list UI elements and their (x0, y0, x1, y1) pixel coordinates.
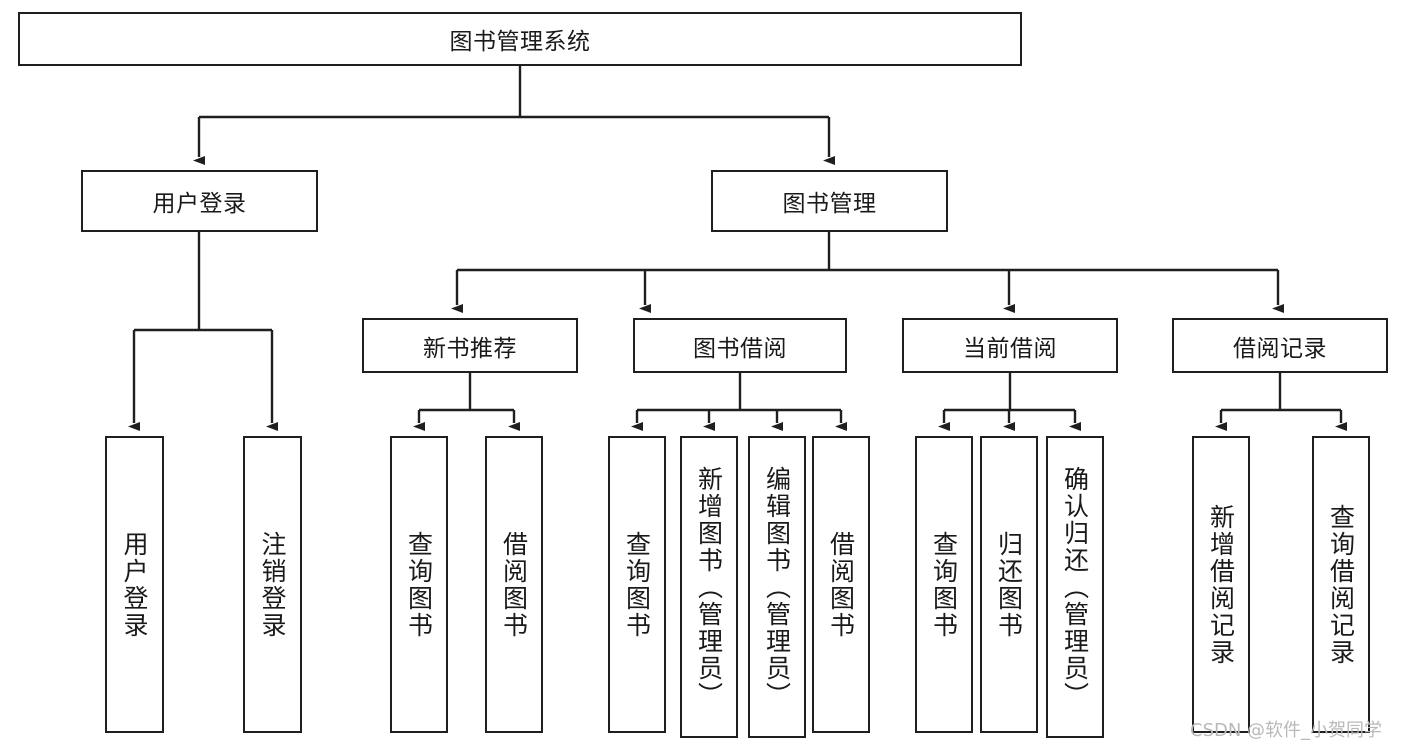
node-new-book-recommend[interactable]: 新书推荐 (362, 318, 578, 373)
node-label: 查询借阅记录 (1326, 503, 1356, 666)
node-label: 当前借阅 (963, 335, 1057, 362)
node-label: 查询图书 (622, 530, 652, 639)
node-label: 借阅图书 (826, 530, 856, 639)
node-leaf-add-book-admin[interactable]: 新增图书（管理员） (680, 436, 738, 738)
node-label: 借阅图书 (499, 530, 529, 639)
node-label: 新增图书（管理员） (694, 465, 724, 709)
node-label: 编辑图书（管理员） (762, 465, 792, 709)
node-label: 注销登录 (258, 530, 287, 639)
node-borrow-record[interactable]: 借阅记录 (1172, 318, 1388, 373)
node-leaf-borrow-book-1[interactable]: 借阅图书 (485, 436, 543, 733)
node-leaf-query-borrow-record[interactable]: 查询借阅记录 (1312, 436, 1370, 733)
node-label: 图书借阅 (693, 335, 787, 362)
node-label: 借阅记录 (1233, 335, 1327, 362)
node-title-box[interactable]: 图书管理系统 (18, 12, 1022, 66)
node-leaf-edit-book-admin[interactable]: 编辑图书（管理员） (748, 436, 806, 738)
node-leaf-return-book[interactable]: 归还图书 (980, 436, 1038, 733)
node-leaf-query-book-3[interactable]: 查询图书 (915, 436, 973, 733)
node-leaf-logout-login[interactable]: 注销登录 (243, 436, 302, 733)
node-label: 查询图书 (929, 530, 959, 639)
node-label: 查询图书 (404, 530, 434, 639)
node-label: 图书管理 (782, 191, 877, 217)
node-label: 确认归还（管理员） (1060, 465, 1090, 709)
node-user-login[interactable]: 用户登录 (81, 170, 318, 232)
node-leaf-query-book-1[interactable]: 查询图书 (390, 436, 448, 733)
node-leaf-add-borrow-record[interactable]: 新增借阅记录 (1192, 436, 1250, 733)
node-leaf-user-login[interactable]: 用户登录 (105, 436, 164, 733)
node-leaf-query-book-2[interactable]: 查询图书 (608, 436, 666, 733)
node-book-borrow[interactable]: 图书借阅 (633, 318, 847, 373)
node-label: 新增借阅记录 (1206, 503, 1236, 666)
node-leaf-confirm-return-admin[interactable]: 确认归还（管理员） (1046, 436, 1104, 738)
node-leaf-borrow-book-2[interactable]: 借阅图书 (812, 436, 870, 733)
node-label: 图书管理系统 (449, 29, 591, 55)
node-label: 归还图书 (994, 530, 1024, 639)
node-label: 新书推荐 (423, 335, 517, 362)
node-current-borrow[interactable]: 当前借阅 (902, 318, 1118, 373)
csdn-watermark: CSDN @软件_小贺同学 (1190, 720, 1383, 741)
node-label: 用户登录 (152, 191, 247, 217)
node-book-management[interactable]: 图书管理 (711, 170, 948, 232)
node-label: 用户登录 (120, 530, 149, 639)
